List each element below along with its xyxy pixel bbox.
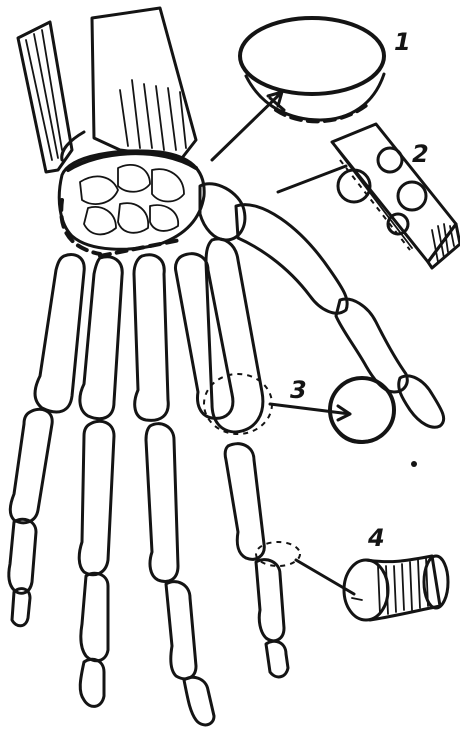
label-4: 4 xyxy=(367,524,385,552)
joint-highlights xyxy=(204,374,300,566)
metacarpal-bones xyxy=(35,239,263,432)
hinge-joint-model xyxy=(344,556,448,620)
spherical-joint-model xyxy=(330,378,417,467)
label-1: 1 xyxy=(394,28,411,56)
carpal-bones xyxy=(59,151,204,256)
ellipsoid-joint-model xyxy=(240,18,384,121)
arrow-1 xyxy=(212,92,282,160)
arrow-3 xyxy=(270,404,350,420)
block-joint-model xyxy=(332,124,460,268)
arrow-2 xyxy=(278,166,346,192)
label-2: 2 xyxy=(412,140,429,168)
phalanx-bones xyxy=(9,409,288,725)
label-3: 3 xyxy=(290,376,307,404)
forearm-bones xyxy=(18,8,196,172)
